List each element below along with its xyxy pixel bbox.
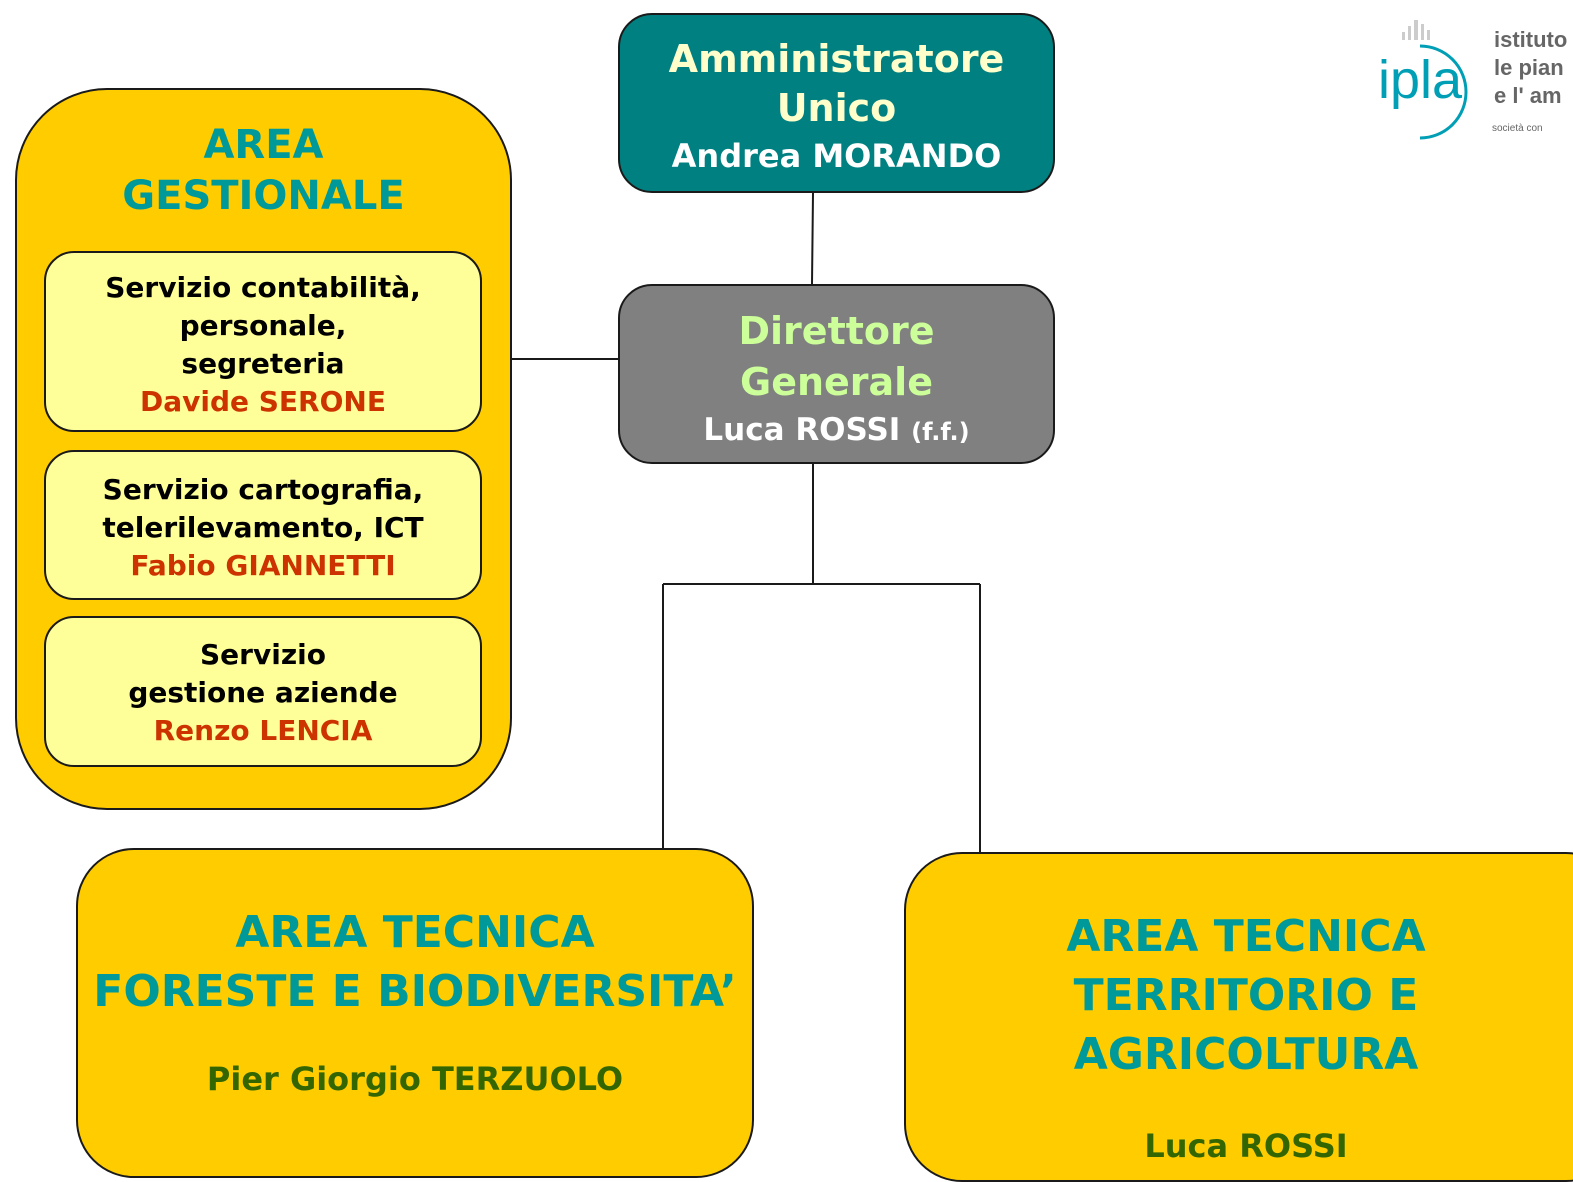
service-head: Davide SERONE [140,385,386,418]
service-label: Servizio [200,638,326,671]
ipla-logo-subtext: società con [1492,123,1543,134]
ipla-logo-text-line: le pian [1494,55,1564,80]
ipla-logo-text-line: istituto [1494,27,1568,52]
ipla-logo-text-line: e l' am [1494,83,1562,108]
service-box-aziende: Servizio gestione aziende Renzo LENCIA [44,616,482,767]
director-box: Direttore Generale Luca ROSSI (f.f.) [618,284,1055,464]
director-name-note: (f.f.) [911,418,970,446]
area-tecnica-territorio-box: AREA TECNICA TERRITORIO E AGRICOLTURA Lu… [904,852,1573,1182]
admin-name: Andrea MORANDO [671,137,1002,175]
service-label: segreteria [181,347,345,380]
service-box-cartografia: Servizio cartografia, telerilevamento, I… [44,450,482,600]
ipla-logo-text: istituto le pian e l' am [1494,26,1573,110]
area-gestionale-title: AREA GESTIONALE [17,120,510,222]
ipla-logo-mark: ipla [1378,20,1468,140]
area-territorio-title-line2: TERRITORIO E AGRICOLTURA [1073,970,1419,1080]
director-name-row: Luca ROSSI (f.f.) [620,408,1053,454]
area-gestionale-title-line1: AREA [203,122,324,168]
admin-title-line1: Amministratore [668,37,1005,81]
service-label: Servizio cartografia, [102,473,424,506]
service-head: Renzo LENCIA [153,714,373,747]
service-label: gestione aziende [128,676,398,709]
director-title-line2: Generale [740,360,933,404]
service-box-contabilita: Servizio contabilità, personale, segrete… [44,251,482,432]
admin-title-line2: Unico [776,86,897,130]
area-gestionale-title-line2: GESTIONALE [122,173,405,219]
service-head: Fabio GIANNETTI [130,549,396,582]
service-label: Servizio contabilità, [105,271,421,304]
area-foreste-head: Pier Giorgio TERZUOLO [206,1060,624,1098]
line-admin-director [811,192,814,285]
area-territorio-title-line1: AREA TECNICA [1066,911,1426,962]
director-name: Luca ROSSI [703,412,901,448]
director-title-line1: Direttore [738,309,935,353]
area-foreste-title-line1: AREA TECNICA [235,907,595,958]
ipla-logo-wordmark: ipla [1380,50,1463,110]
service-label: telerilevamento, ICT [102,511,424,544]
area-tecnica-foreste-box: AREA TECNICA FORESTE E BIODIVERSITA’ Pie… [76,848,754,1178]
area-territorio-head: Luca ROSSI [1144,1127,1348,1165]
ipla-logo: ipla istituto le pian e l' am società co… [1378,16,1573,146]
area-foreste-title-line2: FORESTE E BIODIVERSITA’ [93,966,737,1017]
administrator-box: Amministratore Unico Andrea MORANDO [618,13,1055,193]
service-label: personale, [179,309,347,342]
